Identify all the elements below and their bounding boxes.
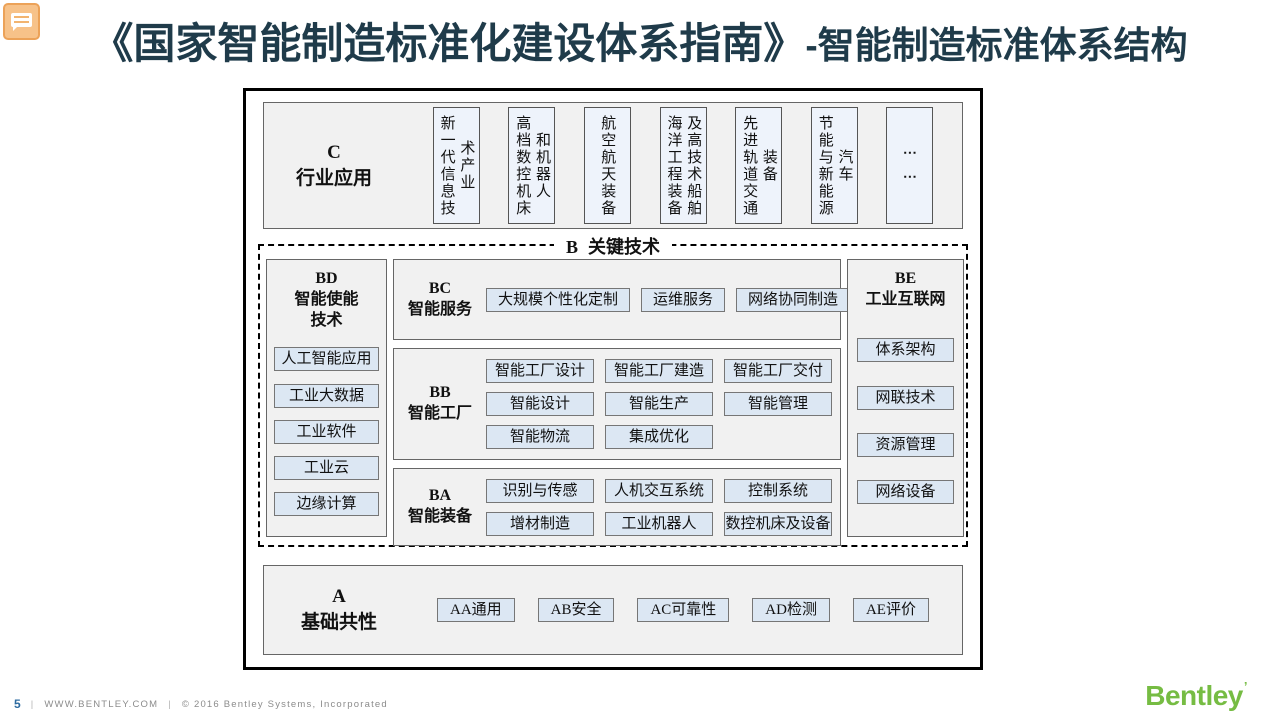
equipment-item-cnc-machine-equipment: 数控机床及设备 [724, 511, 832, 536]
equipment-item-control-system: 控制系统 [724, 478, 832, 503]
group-bc-code: BC [428, 279, 452, 297]
section-a-foundation-commonality: A 基础共性 AA通用 AB安全 AC可靠性 AD检测 AE评价 [263, 565, 963, 655]
industry-item-marine-engineering: 海洋工程装备 及高技术船舶 [659, 107, 707, 224]
industry-item-next-gen-it: 新一代信息技 术产业 [432, 107, 480, 224]
section-b-key-technologies: B 关键技术 BD 智能使能 技术 人工智能应用 工业大数据 工业软件 工业云 边… [258, 233, 968, 547]
equipment-item-additive-manufacturing: 增材制造 [486, 511, 594, 536]
foundation-item-ac-reliability: AC可靠性 [637, 598, 730, 622]
group-ba-label: BA 智能装备 [394, 486, 486, 528]
section-a-label: A 基础共性 [264, 584, 414, 635]
tech-item-industrial-cloud: 工业云 [274, 455, 379, 480]
footer-separator: | [30, 698, 35, 710]
foundation-item-ae-evaluation: AE评价 [852, 598, 929, 622]
group-ba-intelligent-equipment: BA 智能装备 识别与传感 人机交互系统 控制系统 增材制造 工业机器人 数控机… [393, 468, 841, 546]
group-be-items: 体系架构 网联技术 资源管理 网络设备 [848, 311, 963, 536]
section-b-label: B 关键技术 [553, 233, 673, 259]
tech-item-ai-application: 人工智能应用 [274, 347, 379, 372]
tech-item-industrial-big-data: 工业大数据 [274, 383, 379, 408]
section-c-name: 行业应用 [295, 167, 372, 189]
industry-item-more-ellipsis: ⋯ ⋯ [886, 107, 934, 224]
group-bb-items: 智能工厂设计 智能工厂建造 智能工厂交付 智能设计 智能生产 智能管理 智能物流… [486, 359, 832, 449]
group-bb-intelligent-factory: BB 智能工厂 智能工厂设计 智能工厂建造 智能工厂交付 智能设计 智能生产 智… [393, 348, 841, 460]
section-c-items: 新一代信息技 术产业 高档数控机床 和机器人 航空航天装备 海洋工程装备 及高技… [404, 103, 962, 228]
factory-item-intelligent-production: 智能生产 [605, 392, 713, 416]
group-bc-label: BC 智能服务 [394, 279, 486, 321]
section-a-code: A [332, 586, 346, 608]
factory-item-intelligent-design: 智能设计 [486, 392, 594, 416]
internet-item-architecture: 体系架构 [857, 338, 954, 363]
group-bd-code: BD [315, 270, 338, 287]
factory-item-integration-optimization: 集成优化 [605, 425, 713, 449]
foundation-item-ab-safety: AB安全 [537, 598, 615, 622]
group-bd-items: 人工智能应用 工业大数据 工业软件 工业云 边缘计算 [267, 331, 386, 536]
service-item-network-collaborative-manufacturing: 网络协同制造 [736, 287, 851, 312]
industry-item-aerospace: 航空航天装备 [583, 107, 631, 224]
group-bc-intelligent-services: BC 智能服务 大规模个性化定制 运维服务 网络协同制造 [393, 259, 851, 340]
factory-item-construction: 智能工厂建造 [605, 359, 713, 383]
group-bd-enabling-technologies: BD 智能使能 技术 人工智能应用 工业大数据 工业软件 工业云 边缘计算 [266, 259, 387, 537]
equipment-item-recognition-sensing: 识别与传感 [486, 478, 594, 503]
industry-item-rail-transit: 先进轨道交通 装备 [735, 107, 783, 224]
group-be-label: BE 工业互联网 [848, 269, 963, 311]
section-a-name: 基础共性 [300, 612, 377, 633]
factory-item-delivery: 智能工厂交付 [724, 359, 832, 383]
page-title: 《国家智能制造标准化建设体系指南》-智能制造标准体系结构 [0, 10, 1279, 71]
section-c-industry-applications: C 行业应用 新一代信息技 术产业 高档数控机床 和机器人 航空航天装备 海洋工… [263, 102, 963, 229]
title-subtitle: -智能制造标准体系结构 [805, 25, 1188, 66]
slide-footer: 5 | WWW.BENTLEY.COM | © 2016 Bentley Sys… [14, 697, 388, 711]
group-be-industrial-internet: BE 工业互联网 体系架构 网联技术 资源管理 网络设备 [847, 259, 964, 537]
section-b-name: 关键技术 [588, 237, 661, 257]
speech-bubble-icon [11, 13, 32, 31]
group-ba-items: 识别与传感 人机交互系统 控制系统 增材制造 工业机器人 数控机床及设备 [486, 478, 832, 536]
equipment-item-hmi-system: 人机交互系统 [605, 478, 713, 503]
factory-item-intelligent-management: 智能管理 [724, 392, 832, 416]
section-a-items: AA通用 AB安全 AC可靠性 AD检测 AE评价 [414, 598, 962, 622]
comment-note-icon[interactable] [3, 3, 40, 40]
title-guide-name: 《国家智能制造标准化建设体系指南》 [91, 20, 806, 67]
standard-system-diagram: C 行业应用 新一代信息技 术产业 高档数控机床 和机器人 航空航天装备 海洋工… [243, 88, 983, 670]
factory-item-design: 智能工厂设计 [486, 359, 594, 383]
footer-copyright: © 2016 Bentley Systems, Incorporated [181, 698, 388, 710]
equipment-item-industrial-robot: 工业机器人 [605, 511, 713, 536]
tech-item-industrial-software: 工业软件 [274, 419, 379, 444]
factory-item-intelligent-logistics: 智能物流 [486, 425, 594, 449]
section-c-label: C 行业应用 [264, 103, 404, 228]
group-bb-label: BB 智能工厂 [394, 383, 486, 425]
group-bc-items: 大规模个性化定制 运维服务 网络协同制造 [486, 287, 851, 312]
group-bd-label: BD 智能使能 技术 [267, 269, 386, 331]
footer-separator: | [168, 698, 172, 710]
group-bb-code: BB [429, 384, 451, 402]
group-be-code: BE [894, 270, 917, 287]
foundation-item-aa-general: AA通用 [436, 598, 515, 622]
service-item-operation-maintenance: 运维服务 [641, 287, 726, 312]
page-number: 5 [14, 697, 21, 711]
industry-item-new-energy-vehicles: 节能与新能源 汽车 [810, 107, 858, 224]
internet-item-network-equipment: 网络设备 [857, 480, 954, 505]
foundation-item-ad-testing: AD检测 [752, 598, 830, 622]
section-b-code: B [565, 237, 579, 257]
service-item-mass-customization: 大规模个性化定制 [486, 287, 631, 312]
bentley-logo: Bentley’ [1145, 679, 1248, 711]
internet-item-resource-management: 资源管理 [857, 433, 954, 457]
section-c-code: C [327, 141, 341, 163]
bentley-logo-mark: ’ [1243, 679, 1248, 694]
footer-website: WWW.BENTLEY.COM [44, 698, 159, 710]
tech-item-edge-computing: 边缘计算 [274, 491, 379, 516]
industry-item-cnc-robots: 高档数控机床 和机器人 [508, 107, 556, 224]
internet-item-network-technology: 网联技术 [857, 385, 954, 410]
group-ba-code: BA [428, 487, 452, 505]
